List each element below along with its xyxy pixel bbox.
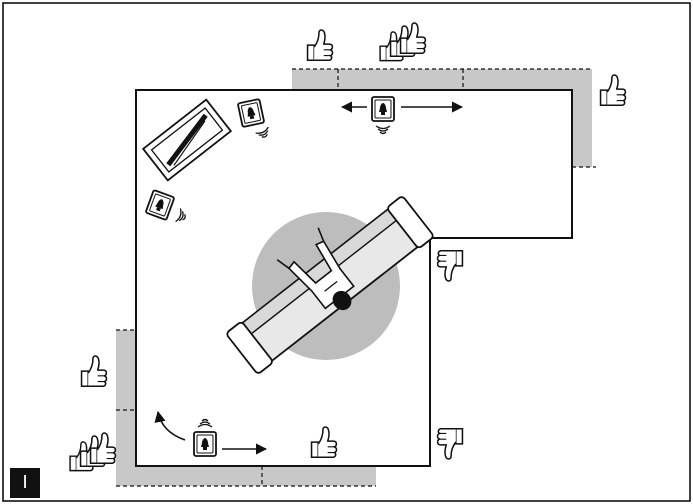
bottom-wall-band: [116, 466, 376, 486]
rotate-arrow: [154, 410, 186, 441]
top-wall-band: [292, 69, 592, 90]
media-console: [141, 98, 233, 182]
figure-badge: [10, 468, 40, 498]
figure-badge-label: I: [22, 472, 28, 493]
wall-bands: [116, 68, 596, 487]
right-wall-band: [572, 69, 592, 167]
left-wall-band: [116, 330, 136, 486]
listener-person: [276, 227, 355, 311]
